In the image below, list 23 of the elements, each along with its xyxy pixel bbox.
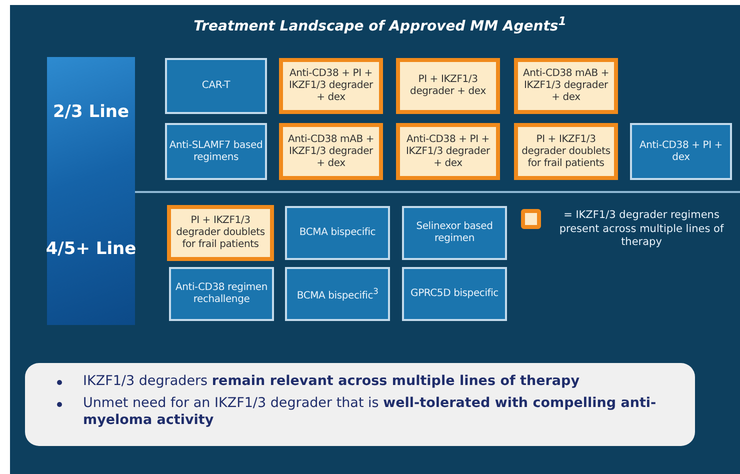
highlighted-regimen-box: Anti-CD38 + PI + IKZF1/3 degrader + dex (279, 58, 383, 114)
regimen-box: Anti-SLAMF7 based regimens (165, 123, 267, 180)
bullet-text: Unmet need for an IKZF1/3 degrader that is well-tolerated with compelling anti-myeloma activity (83, 394, 658, 430)
regimen-box: Selinexor based regimen (402, 206, 507, 260)
line-label: 4/5+ Line (46, 239, 136, 259)
highlighted-regimen-box: Anti-CD38 mAB + IKZF1/3 degrader + dex (514, 58, 618, 114)
regimen-box: GPRC5D bispecific (402, 267, 507, 321)
highlighted-regimen-box: PI + IKZF1/3 degrader doublets for frail patients (167, 205, 274, 261)
bullet-text: IKZF1/3 degraders remain relevant across multiple lines of therapy (83, 373, 580, 391)
regimen-box: Anti-CD38 + PI + dex (630, 123, 732, 180)
regimen-box: CAR-T (165, 58, 267, 114)
legend-text: = IKZF1/3 degrader regimens present across multiple lines of therapy (558, 209, 725, 250)
highlighted-regimen-box: Anti-CD38 mAB + IKZF1/3 degrader + dex (279, 123, 383, 180)
regimen-box: Anti-CD38 regimen rechallenge (169, 267, 274, 321)
title: Treatment Landscape of Approved MM Agents$^{1}$ (192, 14, 568, 35)
highlighted-regimen-box: Anti-CD38 + PI + IKZF1/3 degrader + dex (396, 123, 500, 180)
regimen-box: BCMA bispecific$^{3}$ (285, 267, 390, 321)
highlighted-regimen-box: PI + IKZF1/3 degrader + dex (396, 58, 500, 114)
summary-box (25, 363, 695, 446)
highlighted-regimen-box: PI + IKZF1/3 degrader doublets for frail patients (514, 123, 618, 180)
line-label: 2/3 Line (52, 102, 130, 122)
line-bar (47, 57, 135, 325)
regimen-box: BCMA bispecific (285, 206, 390, 260)
